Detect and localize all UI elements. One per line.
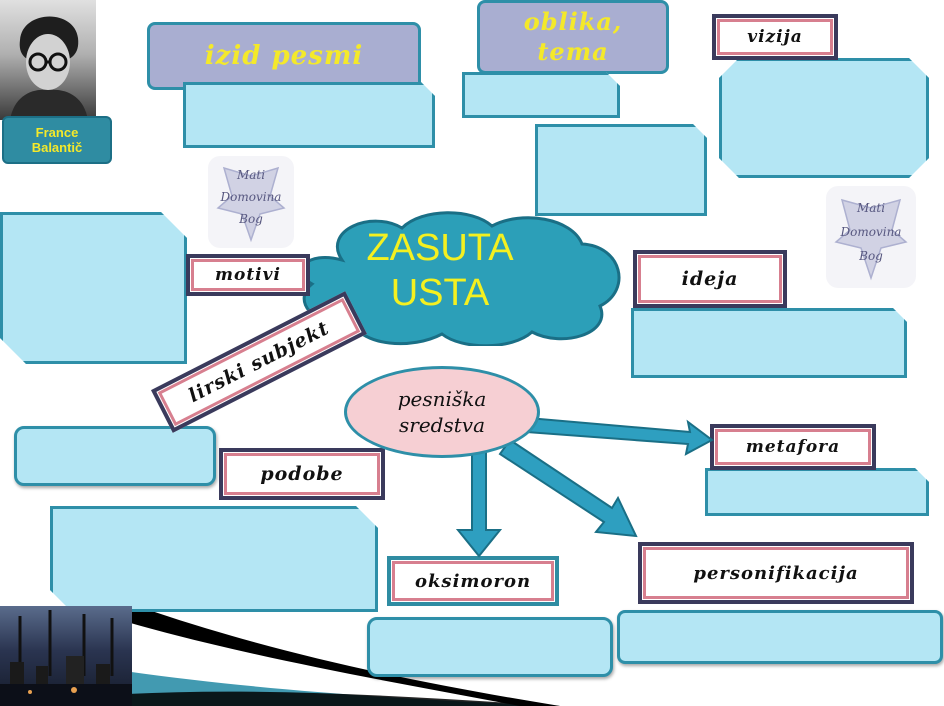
answer-box-lirski[interactable] xyxy=(14,426,216,486)
emblem-right-line1: Mati xyxy=(856,201,886,215)
header-izid-text: izid pesmi xyxy=(204,41,364,71)
arrow-to-personifikacija xyxy=(498,438,638,538)
label-podobe: podobe xyxy=(219,448,385,500)
label-vizija-text: vizija xyxy=(747,27,803,47)
label-oksimoron-text: oksimoron xyxy=(414,570,532,592)
cemetery-icon xyxy=(0,610,132,706)
arrow-to-metafora xyxy=(524,416,714,456)
label-ideja: ideja xyxy=(633,250,787,308)
answer-box-podobe[interactable] xyxy=(50,506,378,612)
answer-box-motivi[interactable] xyxy=(0,212,187,364)
answer-box-oksimoron[interactable] xyxy=(367,617,613,677)
emblem-right-line3: Bog xyxy=(859,249,883,263)
emblem-left-line3: Bog xyxy=(239,212,263,226)
portrait-caption: France Balantič xyxy=(2,116,112,164)
label-personifikacija-text: personifikacija xyxy=(693,562,859,584)
label-oksimoron: oksimoron xyxy=(387,556,559,606)
answer-box-personifikacija[interactable] xyxy=(617,610,943,664)
answer-box-tema[interactable] xyxy=(535,124,707,216)
emblem-left: Mati Domovina Bog xyxy=(208,156,294,248)
label-metafora: metafora xyxy=(710,424,876,470)
answer-box-oblika[interactable] xyxy=(462,72,620,118)
sredstva-text: pesniška sredstva xyxy=(397,387,487,437)
answer-box-izid[interactable] xyxy=(183,82,435,148)
answer-box-vizija[interactable] xyxy=(719,58,929,178)
label-podobe-text: podobe xyxy=(260,463,344,485)
emblem-left-line2: Domovina xyxy=(220,190,282,204)
arrow-to-oksimoron xyxy=(455,449,503,558)
emblem-left-line1: Mati xyxy=(236,168,266,182)
center-title-line2: USTA xyxy=(390,272,490,314)
decorative-swoosh xyxy=(0,600,560,706)
header-oblika-text: oblika, tema xyxy=(523,7,623,66)
eagle-icon xyxy=(216,166,286,243)
label-personifikacija: personifikacija xyxy=(638,542,914,604)
portrait-icon xyxy=(10,16,88,120)
center-title-line1: ZASUTA xyxy=(366,227,514,269)
answer-box-ideja[interactable] xyxy=(631,308,907,378)
cemetery-photo xyxy=(0,606,132,706)
portrait-name: France Balantič xyxy=(31,125,83,155)
label-motivi-text: motivi xyxy=(215,265,281,285)
label-vizija: vizija xyxy=(712,14,838,60)
emblem-right-line2: Domovina xyxy=(840,225,902,239)
portrait-photo xyxy=(0,0,96,120)
eagle-icon xyxy=(834,198,908,281)
label-ideja-text: ideja xyxy=(681,268,739,290)
emblem-right: Mati Domovina Bog xyxy=(826,186,916,288)
label-metafora-text: metafora xyxy=(745,437,841,457)
label-motivi: motivi xyxy=(186,254,310,296)
ellipse-pesniska-sredstva: pesniška sredstva xyxy=(344,366,540,458)
center-title: ZASUTA USTA xyxy=(340,226,540,316)
